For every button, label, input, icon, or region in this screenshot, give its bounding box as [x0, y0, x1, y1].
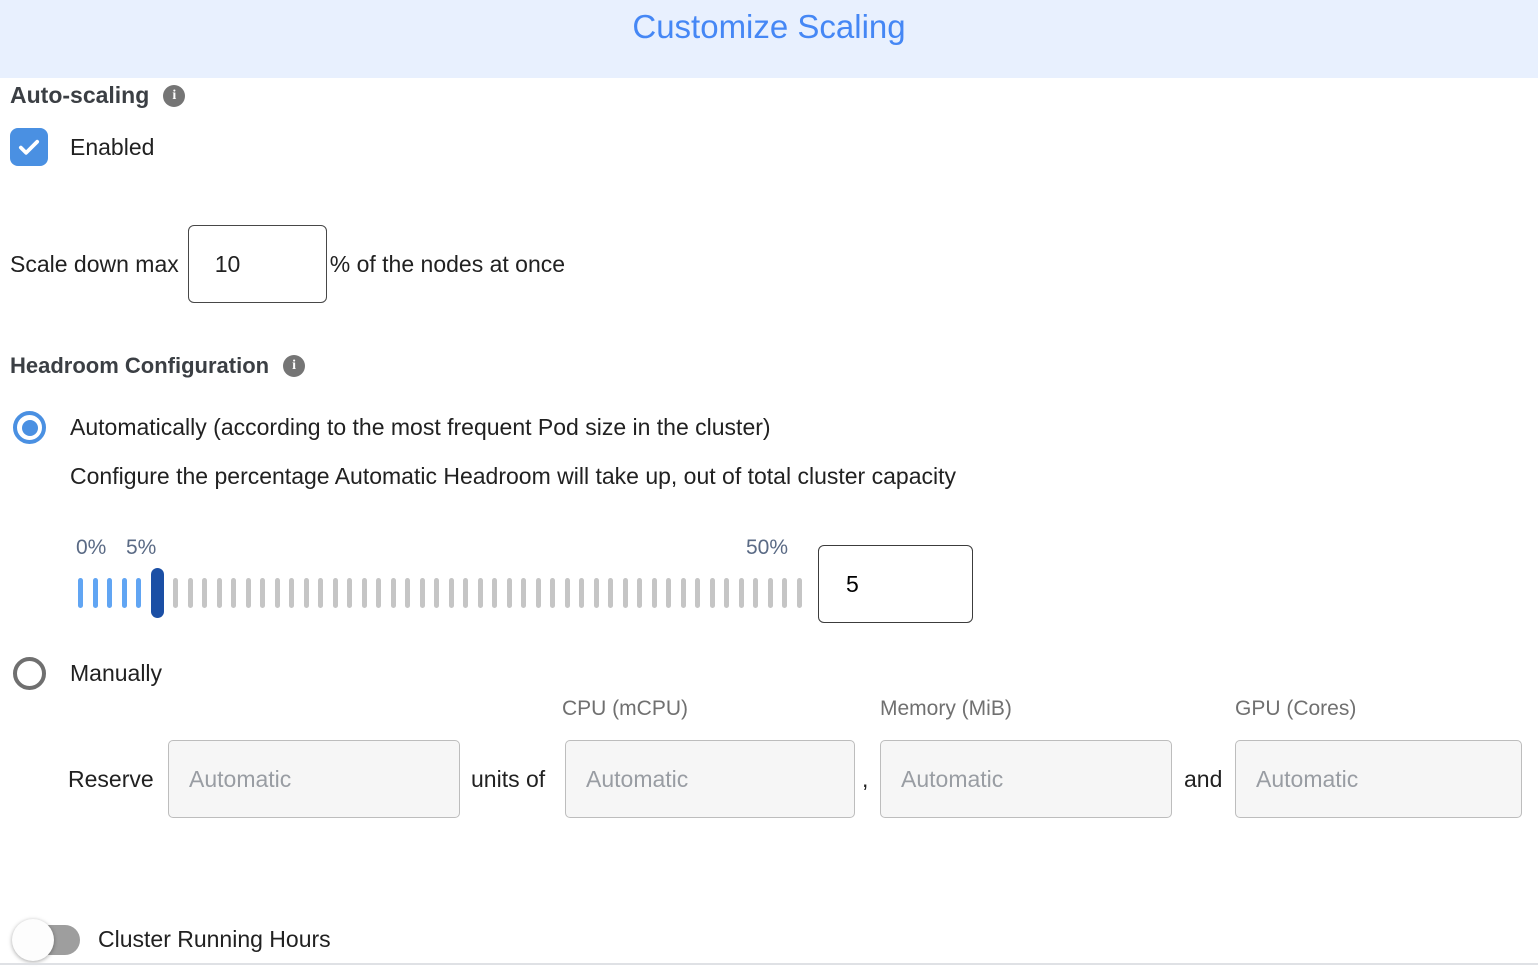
auto-scaling-section-header: Auto-scaling: [10, 82, 186, 109]
slider-tick: [245, 578, 251, 608]
slider-tick: [492, 578, 497, 608]
slider-tick: [593, 578, 599, 608]
slider-tick: [506, 578, 512, 608]
bottom-divider: [0, 963, 1538, 965]
slider-tick: [173, 578, 178, 608]
slider-tick: [78, 578, 83, 608]
scale-down-row: Scale down max % of the nodes at once: [10, 225, 565, 303]
slider-tick: [550, 578, 555, 608]
enabled-checkbox[interactable]: [10, 128, 48, 166]
slider-tick: [303, 578, 309, 608]
slider-tick: [260, 578, 265, 608]
auto-scaling-label: Auto-scaling: [10, 82, 150, 108]
slider-tick: [361, 578, 367, 608]
slider-tick: [419, 578, 425, 608]
reserve-count-input[interactable]: [168, 740, 460, 818]
slider-tick: [477, 578, 483, 608]
slider-min-label: 0%: [76, 536, 107, 559]
headroom-description: Configure the percentage Automatic Headr…: [70, 463, 956, 489]
cluster-running-hours-label: Cluster Running Hours: [98, 926, 331, 952]
slider-tick: [231, 578, 236, 608]
memory-column-header: Memory (MiB): [880, 697, 1012, 720]
automatically-radio[interactable]: [13, 411, 46, 444]
and-label: and: [1184, 765, 1223, 792]
slider-tick: [753, 578, 758, 608]
slider-tick: [289, 578, 294, 608]
slider-tick: [724, 578, 729, 608]
slider-tick: [564, 578, 570, 608]
slider-tick: [405, 578, 410, 608]
slider-tick: [448, 578, 454, 608]
slider-tick: [709, 578, 715, 608]
slider-max-label: 50%: [746, 536, 789, 559]
slider-tick: [680, 578, 686, 608]
slider-tick: [376, 578, 381, 608]
slider-tick: [637, 578, 642, 608]
reserve-label: Reserve: [68, 765, 154, 792]
slider-tick: [796, 578, 802, 608]
checkmark-icon: [18, 139, 40, 155]
slider-tick: [121, 578, 127, 608]
radio-dot: [21, 419, 38, 436]
slider-tick: [666, 578, 671, 608]
enabled-label: Enabled: [70, 133, 155, 160]
gpu-column-header: GPU (Cores): [1235, 697, 1357, 720]
slider-tick: [782, 578, 787, 608]
info-icon[interactable]: [283, 355, 306, 377]
slider-tick: [107, 578, 112, 608]
slider-tick: [767, 578, 773, 608]
slider-tick: [318, 578, 323, 608]
slider-tick: [608, 578, 613, 608]
slider-tick: [274, 578, 280, 608]
slider-current-label: 5%: [126, 536, 157, 559]
headroom-slider[interactable]: [78, 568, 802, 618]
manually-label: Manually: [70, 660, 163, 686]
slider-tick: [202, 578, 207, 608]
page-title: Customize Scaling: [632, 8, 906, 45]
panel-header: Customize Scaling: [0, 0, 1538, 78]
headroom-percentage-input[interactable]: [818, 545, 973, 623]
slider-tick: [651, 578, 657, 608]
scale-down-prefix-label: Scale down max: [10, 250, 179, 277]
manual-headroom-option: Manually: [13, 657, 162, 690]
slider-tick: [521, 578, 526, 608]
info-icon[interactable]: [163, 84, 186, 107]
comma-separator: ,: [862, 765, 869, 792]
slider-tick: [535, 578, 541, 608]
slider-tick: [622, 578, 628, 608]
slider-tick: [92, 578, 98, 608]
reserve-cpu-input[interactable]: [565, 740, 855, 818]
scale-down-suffix-label: % of the nodes at once: [329, 250, 566, 277]
slider-tick: [390, 578, 396, 608]
slider-tick: [332, 578, 338, 608]
manually-radio[interactable]: [13, 657, 46, 690]
headroom-configuration-label: Headroom Configuration: [10, 353, 270, 378]
auto-scaling-enabled-row: Enabled: [10, 128, 154, 166]
automatic-headroom-option: Automatically (according to the most fre…: [13, 411, 771, 444]
slider-tick: [579, 578, 584, 608]
reserve-memory-input[interactable]: [880, 740, 1172, 818]
slider-tick: [136, 578, 141, 608]
units-of-label: units of: [471, 765, 546, 792]
slider-tick: [463, 578, 468, 608]
slider-tick: [738, 578, 744, 608]
slider-tick: [434, 578, 439, 608]
slider-tick: [216, 578, 222, 608]
slider-handle[interactable]: [150, 568, 164, 618]
scale-down-max-input[interactable]: [187, 225, 327, 303]
toggle-knob[interactable]: [12, 919, 54, 961]
headroom-section-header: Headroom Configuration: [10, 353, 306, 379]
slider-tick: [347, 578, 352, 608]
cpu-column-header: CPU (mCPU): [562, 697, 688, 720]
slider-tick: [187, 578, 193, 608]
reserve-gpu-input[interactable]: [1235, 740, 1522, 818]
automatically-label: Automatically (according to the most fre…: [70, 414, 771, 440]
slider-tick: [695, 578, 700, 608]
